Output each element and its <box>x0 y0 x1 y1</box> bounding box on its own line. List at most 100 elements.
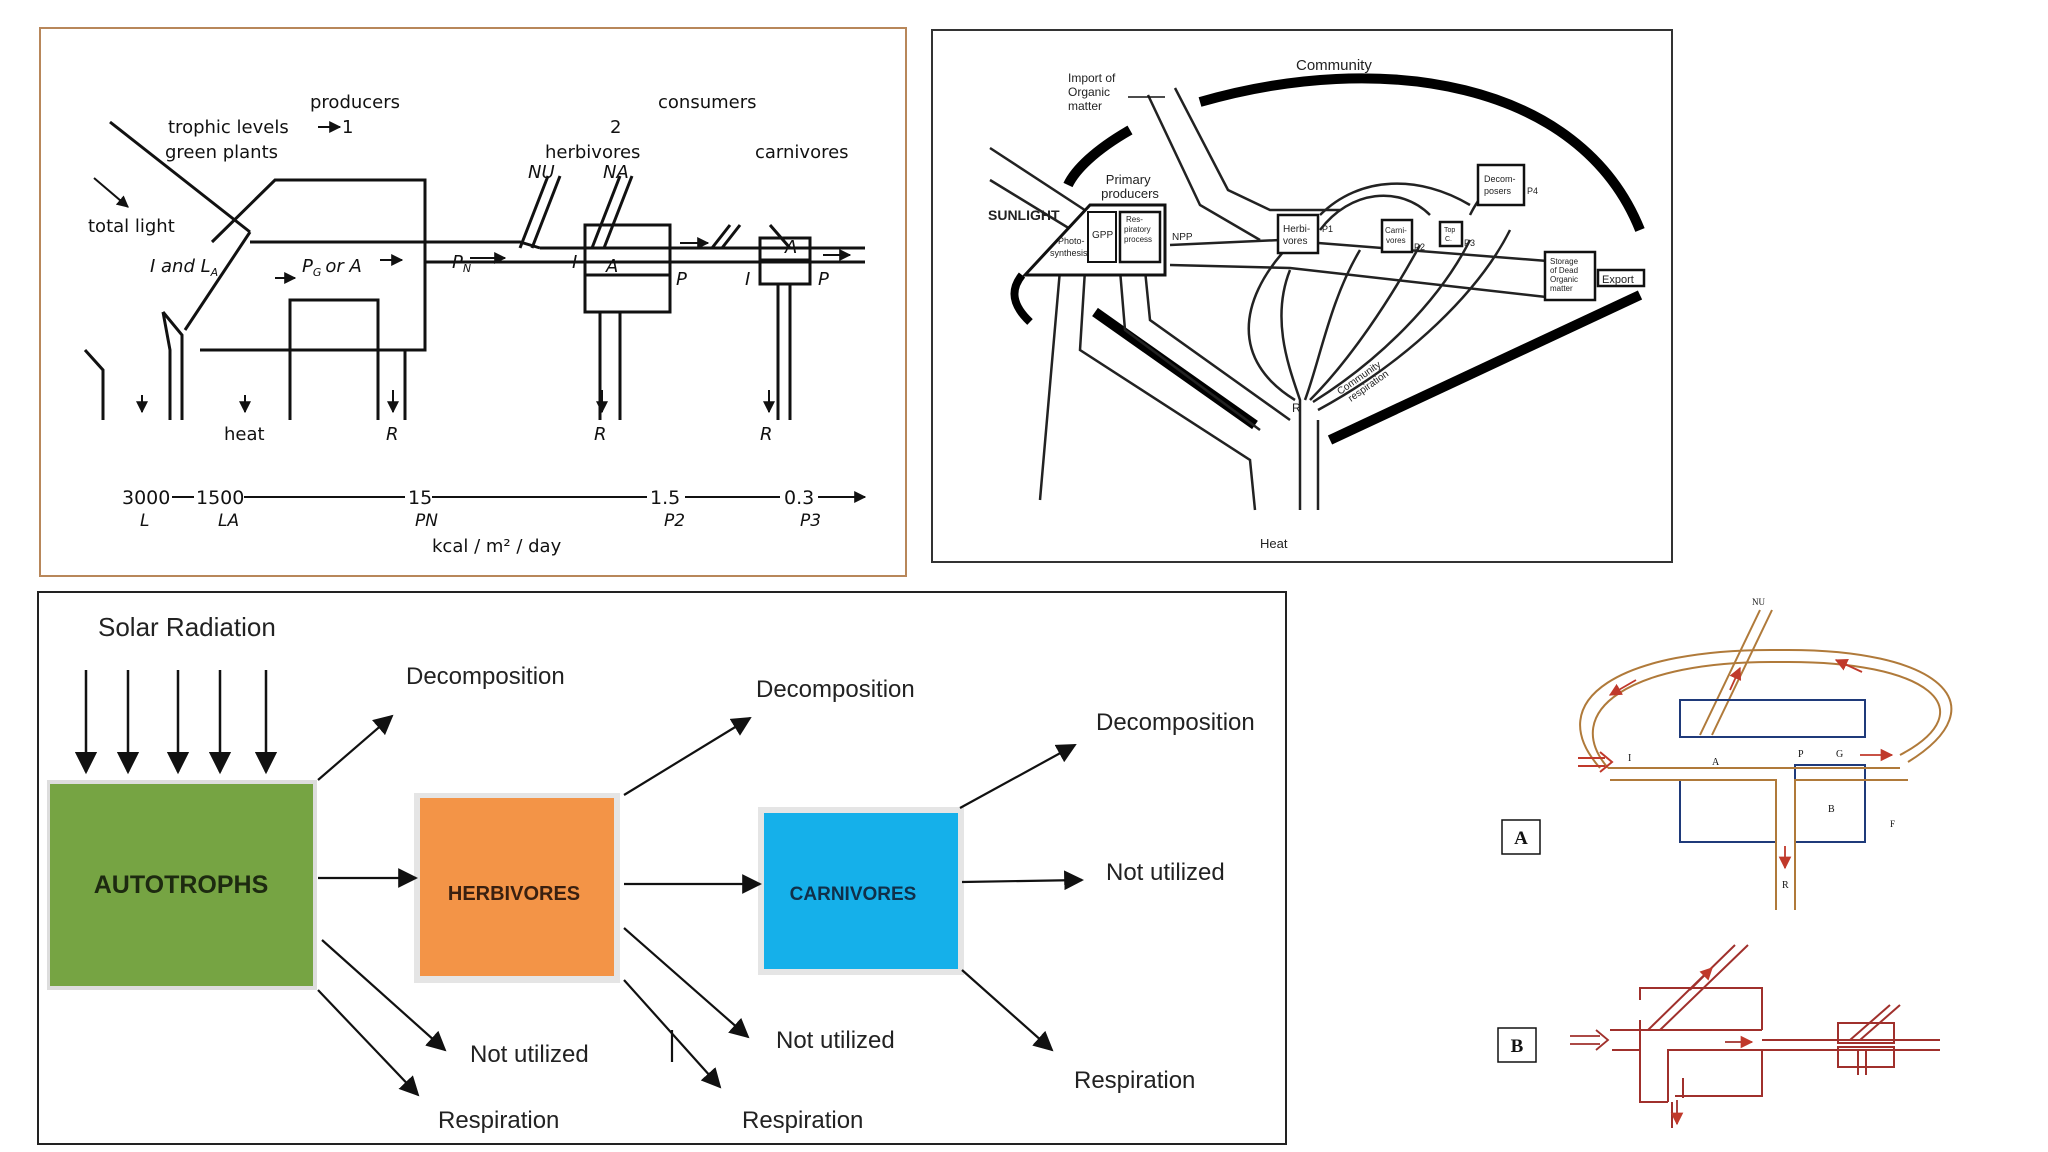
scale-label-l: L <box>140 511 149 531</box>
panel2-channels <box>989 87 1561 511</box>
label-level-2: 2 <box>610 117 621 138</box>
model-a-label-r: R <box>1782 880 1789 891</box>
label-p3: P3 <box>1464 238 1475 248</box>
scale-value-la: 1500 <box>196 487 244 509</box>
panel3-arrows <box>317 714 1084 1097</box>
community-arc-left-lower <box>1010 272 1033 325</box>
label-heat-panel2: Heat <box>1260 536 1288 551</box>
carnivores-label: CARNIVORES <box>790 884 917 905</box>
model-a-tag: A <box>1514 828 1528 849</box>
label-respiration-2: Respiration <box>742 1107 863 1134</box>
model-a: NU I A P G B F R A <box>1501 597 1953 910</box>
label-r-panel2: R <box>1292 401 1301 415</box>
scale-label-p2: P2 <box>664 511 685 531</box>
label-herbivores-2: Herbi- vores <box>1283 224 1313 247</box>
label-producers: producers <box>310 92 400 113</box>
label-p-herb: P <box>676 269 687 290</box>
model-a-label-a: A <box>1712 757 1720 768</box>
panel2-border <box>931 29 1673 563</box>
label-photosynthesis: Photo- synthesis <box>1050 236 1088 258</box>
label-primary-producers: Primary producers <box>1101 172 1159 201</box>
model-a-dome-inner <box>1591 660 1941 769</box>
scale-value-p3: 0.3 <box>784 487 814 509</box>
label-gpp: GPP <box>1092 230 1113 241</box>
label-level-1: 1 <box>342 117 353 138</box>
model-a-label-p: P <box>1798 749 1804 760</box>
panel1-border <box>39 27 907 577</box>
label-p-carn: P <box>818 269 829 290</box>
scale-label-pn: PN <box>415 511 438 531</box>
herbivores-label: HERBIVORES <box>448 883 580 905</box>
model-a-label-g: G <box>1836 749 1843 760</box>
label-a-herb: A <box>605 256 618 277</box>
label-r-herbivores: R <box>594 424 607 445</box>
scale-label-p3: P3 <box>800 511 821 531</box>
scale-label-la: LA <box>218 511 239 531</box>
model-b-tag-box <box>1497 1027 1537 1063</box>
autotrophs-label: AUTOTROPHS <box>94 871 269 899</box>
energy-scale: 3000 1500 15 1.5 0.3 L LA PN P2 P3 kcal … <box>122 487 867 557</box>
label-respiration-1: Respiration <box>438 1107 559 1134</box>
label-not-utilized-1: Not utilized <box>470 1041 589 1068</box>
community-arc <box>1198 73 1645 232</box>
label-decomposition-2: Decomposition <box>756 676 915 703</box>
label-carnivores-2: Carni- vores <box>1385 226 1409 245</box>
label-i-and-la: I and LA <box>150 256 218 279</box>
scale-value-p2: 1.5 <box>650 487 680 509</box>
model-a-tag-box <box>1501 819 1541 855</box>
autotrophs-box <box>50 784 313 986</box>
label-r-carnivores: R <box>760 424 773 445</box>
label-trophic-levels: trophic levels <box>168 117 289 138</box>
model-a-label-f: F <box>1890 819 1895 829</box>
label-resp-process: Res- piratory process <box>1124 215 1153 244</box>
community-base-right <box>1327 290 1643 445</box>
label-herbivores: herbivores <box>545 142 640 163</box>
label-decomposers: Decom- posers <box>1484 174 1518 196</box>
model-a-box-top <box>1679 699 1866 738</box>
label-sunlight: SUNLIGHT <box>988 207 1060 223</box>
model-b-arrows <box>1570 967 1754 1126</box>
label-respiration-3: Respiration <box>1074 1067 1195 1094</box>
panel1-arrows <box>136 121 852 414</box>
label-p4: P4 <box>1527 186 1538 196</box>
label-p2: P2 <box>1414 242 1425 252</box>
carnivore-box <box>1380 218 1414 254</box>
label-decomposition-1: Decomposition <box>406 663 565 690</box>
label-pn: PN <box>452 252 471 275</box>
storage-box <box>1543 250 1597 302</box>
label-nu: NU <box>528 162 555 183</box>
herbivores-box <box>420 798 614 976</box>
model-b-tag: B <box>1511 1036 1524 1057</box>
export-box <box>1596 268 1646 288</box>
label-not-utilized-3: Not utilized <box>1106 859 1225 886</box>
panel-flow-models-ab: NU I A P G B F R A <box>1497 597 1953 1128</box>
consumer-boxes <box>1276 163 1646 302</box>
label-community: Community <box>1296 57 1372 74</box>
top-carnivore-box <box>1438 220 1464 248</box>
scale-units: kcal / m² / day <box>432 536 562 557</box>
label-consumers: consumers <box>658 92 757 113</box>
label-storage: Storage of Dead Organic matter <box>1550 257 1580 293</box>
label-decomposition-3: Decomposition <box>1096 709 1255 736</box>
model-a-label-i: I <box>1628 753 1631 764</box>
decomposer-box <box>1476 163 1526 207</box>
panel-community-energy-flow: Community Import of Organic matter Prima… <box>931 29 1673 563</box>
label-heat: heat <box>224 424 265 445</box>
solar-arrows <box>74 670 278 775</box>
label-solar-radiation: Solar Radiation <box>98 612 276 642</box>
model-b <box>1610 944 1940 1128</box>
scale-value-pn: 15 <box>408 487 432 509</box>
carnivores-box <box>764 813 958 969</box>
scale-value-l: 3000 <box>122 487 170 509</box>
model-a-dome <box>1579 648 1953 769</box>
primary-producer-block <box>1021 203 1167 277</box>
label-i-carn: I <box>745 269 750 290</box>
label-not-utilized-2: Not utilized <box>776 1027 895 1054</box>
label-top-carnivore: Top C. <box>1444 227 1457 243</box>
herbivore-box <box>1276 213 1320 255</box>
panel-energy-flow-kcal: producers consumers trophic levels 1 2 g… <box>39 27 907 577</box>
model-a-label-b: B <box>1828 804 1835 815</box>
panel-trophic-flow-diagram: Solar Radiation AUTOTROPHS HERBIVORES CA… <box>37 591 1287 1145</box>
label-green-plants: green plants <box>165 142 278 163</box>
